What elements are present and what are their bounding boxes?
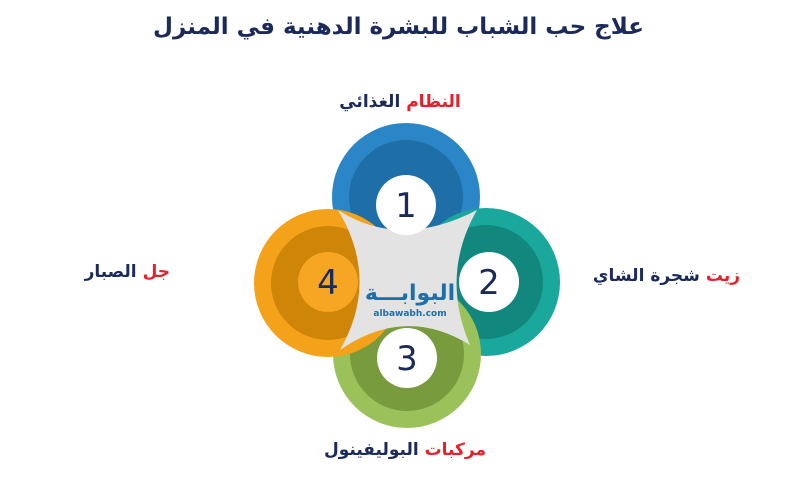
page-title: علاج حب الشباب للبشرة الدهنية في المنزل xyxy=(153,14,644,40)
center-logo-sub: albawabh.com xyxy=(373,309,446,319)
label-tea-tree-rest: شجرة الشاي xyxy=(592,266,700,286)
label-tea-tree-highlight: زيت xyxy=(705,266,740,286)
label-aloe-rest: الصبار xyxy=(84,262,137,282)
label-polyphenols-rest: البوليفينول xyxy=(324,440,419,460)
node-4-number: 4 xyxy=(317,263,339,303)
label-diet: النظام الغذائي xyxy=(300,92,500,112)
label-diet-highlight: النظام xyxy=(406,92,461,112)
node-2-number: 2 xyxy=(478,263,500,303)
label-aloe-highlight: جل xyxy=(142,262,170,282)
label-aloe-vera: جل الصبار xyxy=(40,262,170,282)
label-polyphenols: مركبات البوليفينول xyxy=(300,440,510,460)
center-shape xyxy=(338,210,477,350)
center-logo: البوابـــة xyxy=(365,281,455,306)
node-1-number: 1 xyxy=(395,186,417,226)
label-tea-tree-oil: زيت شجرة الشاي xyxy=(560,266,740,286)
label-diet-rest: الغذائي xyxy=(339,92,401,112)
label-polyphenols-highlight: مركبات xyxy=(424,440,486,460)
node-3-number: 3 xyxy=(396,339,418,379)
